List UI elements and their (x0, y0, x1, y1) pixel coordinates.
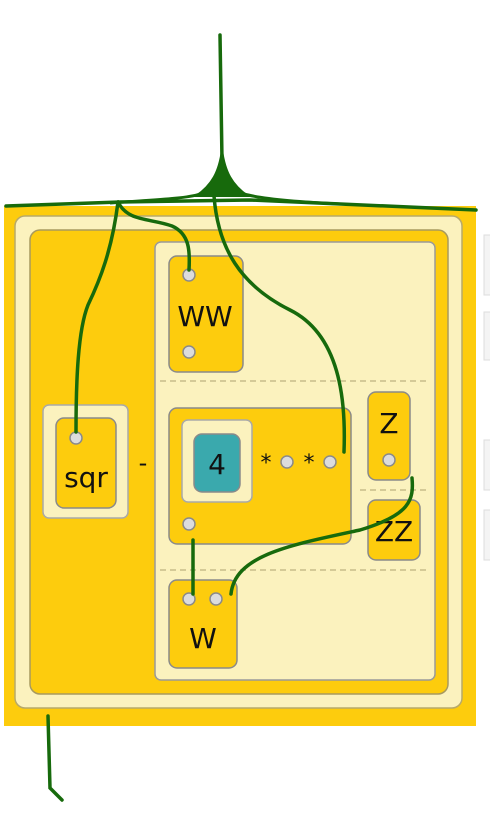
neighbour-panels (483, 234, 490, 561)
w-label: W (189, 622, 217, 655)
wire-to-ww[interactable] (116, 200, 192, 272)
wire-z-to-w[interactable] (229, 476, 415, 596)
zz-block[interactable]: ZZ (367, 499, 421, 561)
top-wire[interactable] (218, 33, 224, 162)
wires (4, 33, 478, 802)
multiply-operator-1: * (261, 451, 272, 476)
w-input-port-1[interactable] (182, 592, 196, 606)
number-chip[interactable] (193, 433, 241, 493)
number-value: 4 (208, 448, 226, 481)
z-label: Z (379, 407, 398, 440)
sqr-input-port[interactable] (69, 431, 83, 445)
ww-block[interactable]: WW (168, 255, 244, 373)
minus-operator: - (139, 449, 148, 477)
junction-node[interactable] (192, 149, 252, 197)
bottom-wire[interactable] (46, 714, 64, 802)
multiply-input-port-1[interactable] (280, 455, 294, 469)
wire-to-sqr[interactable] (74, 200, 120, 434)
multiply-input-port-2[interactable] (323, 455, 337, 469)
wire-to-multiply[interactable] (212, 194, 347, 454)
multiply-operator-2: * (304, 451, 315, 476)
top-edge-wire[interactable] (4, 198, 478, 212)
multiply-block[interactable]: 4 * * (168, 407, 352, 545)
multiply-output-port[interactable] (182, 517, 196, 531)
junction-fan (109, 192, 341, 206)
sqr-block[interactable]: sqr (42, 404, 129, 519)
w-block[interactable]: W (168, 579, 238, 669)
ww-label: WW (177, 300, 232, 333)
w-input-port-2[interactable] (209, 592, 223, 606)
sqr-label: sqr (64, 461, 108, 494)
z-output-port[interactable] (382, 453, 396, 467)
z-block[interactable]: Z (367, 391, 411, 481)
zz-label: ZZ (375, 515, 413, 548)
ww-output-port[interactable] (182, 345, 196, 359)
